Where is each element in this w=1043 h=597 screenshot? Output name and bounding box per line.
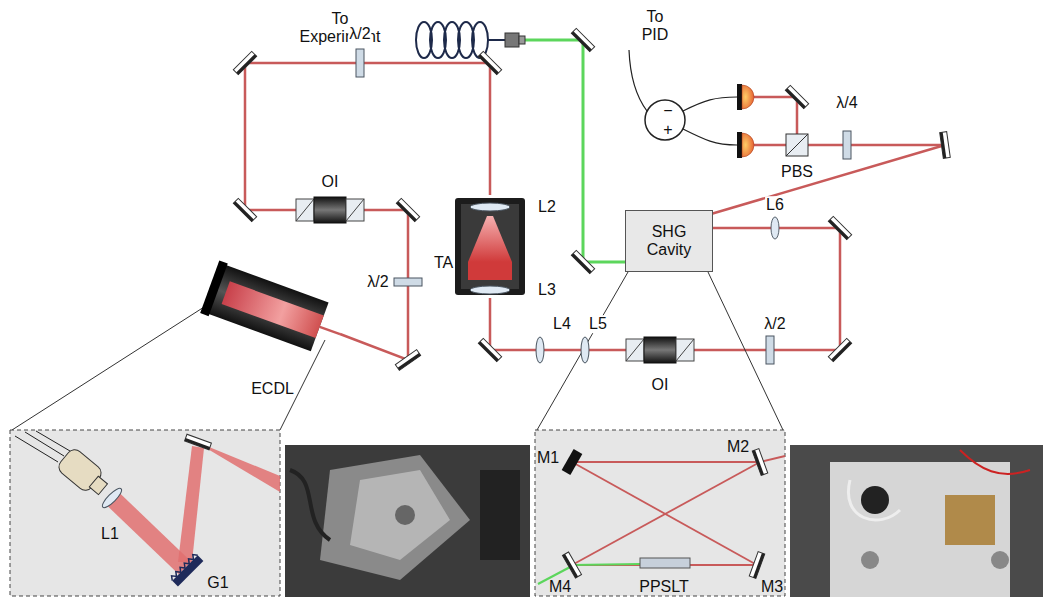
part-label: L1 [100, 525, 120, 543]
part-label: λ/4 [835, 94, 858, 112]
part-label: L2 [537, 198, 557, 216]
part-label: PBS [780, 163, 814, 181]
part-label: L3 [537, 281, 557, 299]
part-label: M3 [760, 578, 784, 596]
part-label: L4 [552, 315, 572, 333]
part-label: OI [321, 173, 340, 191]
part-label: To Experiment [294, 10, 386, 45]
part-label: M1 [536, 449, 560, 467]
part-label: To PID [632, 8, 678, 43]
part-label: λ/2 [763, 315, 786, 333]
amplifier-module: TA [428, 195, 528, 298]
part-label: M2 [726, 438, 750, 456]
part-label: λ/2 [366, 273, 389, 291]
part-label: − [662, 103, 673, 119]
part-label: M4 [548, 578, 572, 596]
node-label: ECDL [251, 380, 294, 398]
node-label: TA [434, 254, 453, 272]
node-label: SHG Cavity [630, 223, 708, 260]
part-label: L5 [588, 315, 608, 333]
part-label: OI [651, 376, 670, 394]
part-label: L6 [765, 196, 785, 214]
part-label: + [662, 122, 673, 138]
part-label: PPSLT [638, 578, 690, 596]
cavity-box: SHG Cavity [625, 210, 713, 272]
part-label: G1 [206, 574, 229, 592]
laser-module: ECDL [205, 262, 340, 398]
part-label: λ/2 [348, 25, 371, 43]
